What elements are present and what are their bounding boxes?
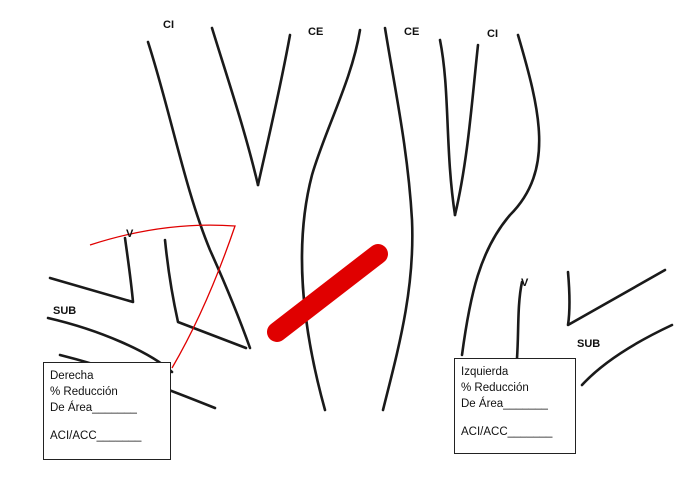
right-side-label: Derecha [50, 370, 94, 382]
cc-right-vessel [300, 28, 362, 412]
ci-right-vessel [146, 40, 252, 350]
label-ci-left: CI [487, 28, 498, 40]
v-right-vessel [48, 236, 135, 304]
red-outline-annotation [89, 224, 236, 369]
left-ratio-field: ACI/ACC_______ [461, 426, 553, 438]
ci-left-outer-vessel [460, 33, 541, 357]
sub-left-upper-vessel [566, 268, 667, 327]
label-ce-left: CE [404, 26, 419, 38]
right-measurement-box: Derecha % Reducción De Área_______ ACI/A… [43, 362, 171, 460]
label-sub-left: SUB [577, 338, 600, 350]
label-ci-right: CI [163, 19, 174, 31]
label-v-left: V [521, 277, 529, 289]
cc-left-vessel [381, 26, 414, 412]
right-ratio-field: ACI/ACC_______ [50, 430, 142, 442]
left-measurement-box: Izquierda % Reducción De Área_______ ACI… [454, 358, 576, 454]
red-stenosis-mark [267, 244, 388, 342]
ce-right-outer-vessel [210, 26, 260, 187]
label-ce-right: CE [308, 26, 323, 38]
v-right-inner-vessel [163, 238, 248, 350]
label-v-right: V [126, 228, 134, 240]
ce-left-vessel [438, 38, 457, 217]
left-area-field: De Área_______ [461, 398, 548, 410]
left-side-label: Izquierda [461, 366, 509, 378]
right-area-field: De Área_______ [50, 402, 137, 414]
ci-left-inner-vessel [453, 43, 480, 217]
sub-left-lower-vessel [580, 323, 674, 387]
left-pct-label: % Reducción [461, 382, 529, 394]
ce-right-inner-vessel [256, 33, 292, 187]
label-sub-right: SUB [53, 305, 76, 317]
right-pct-label: % Reducción [50, 386, 118, 398]
